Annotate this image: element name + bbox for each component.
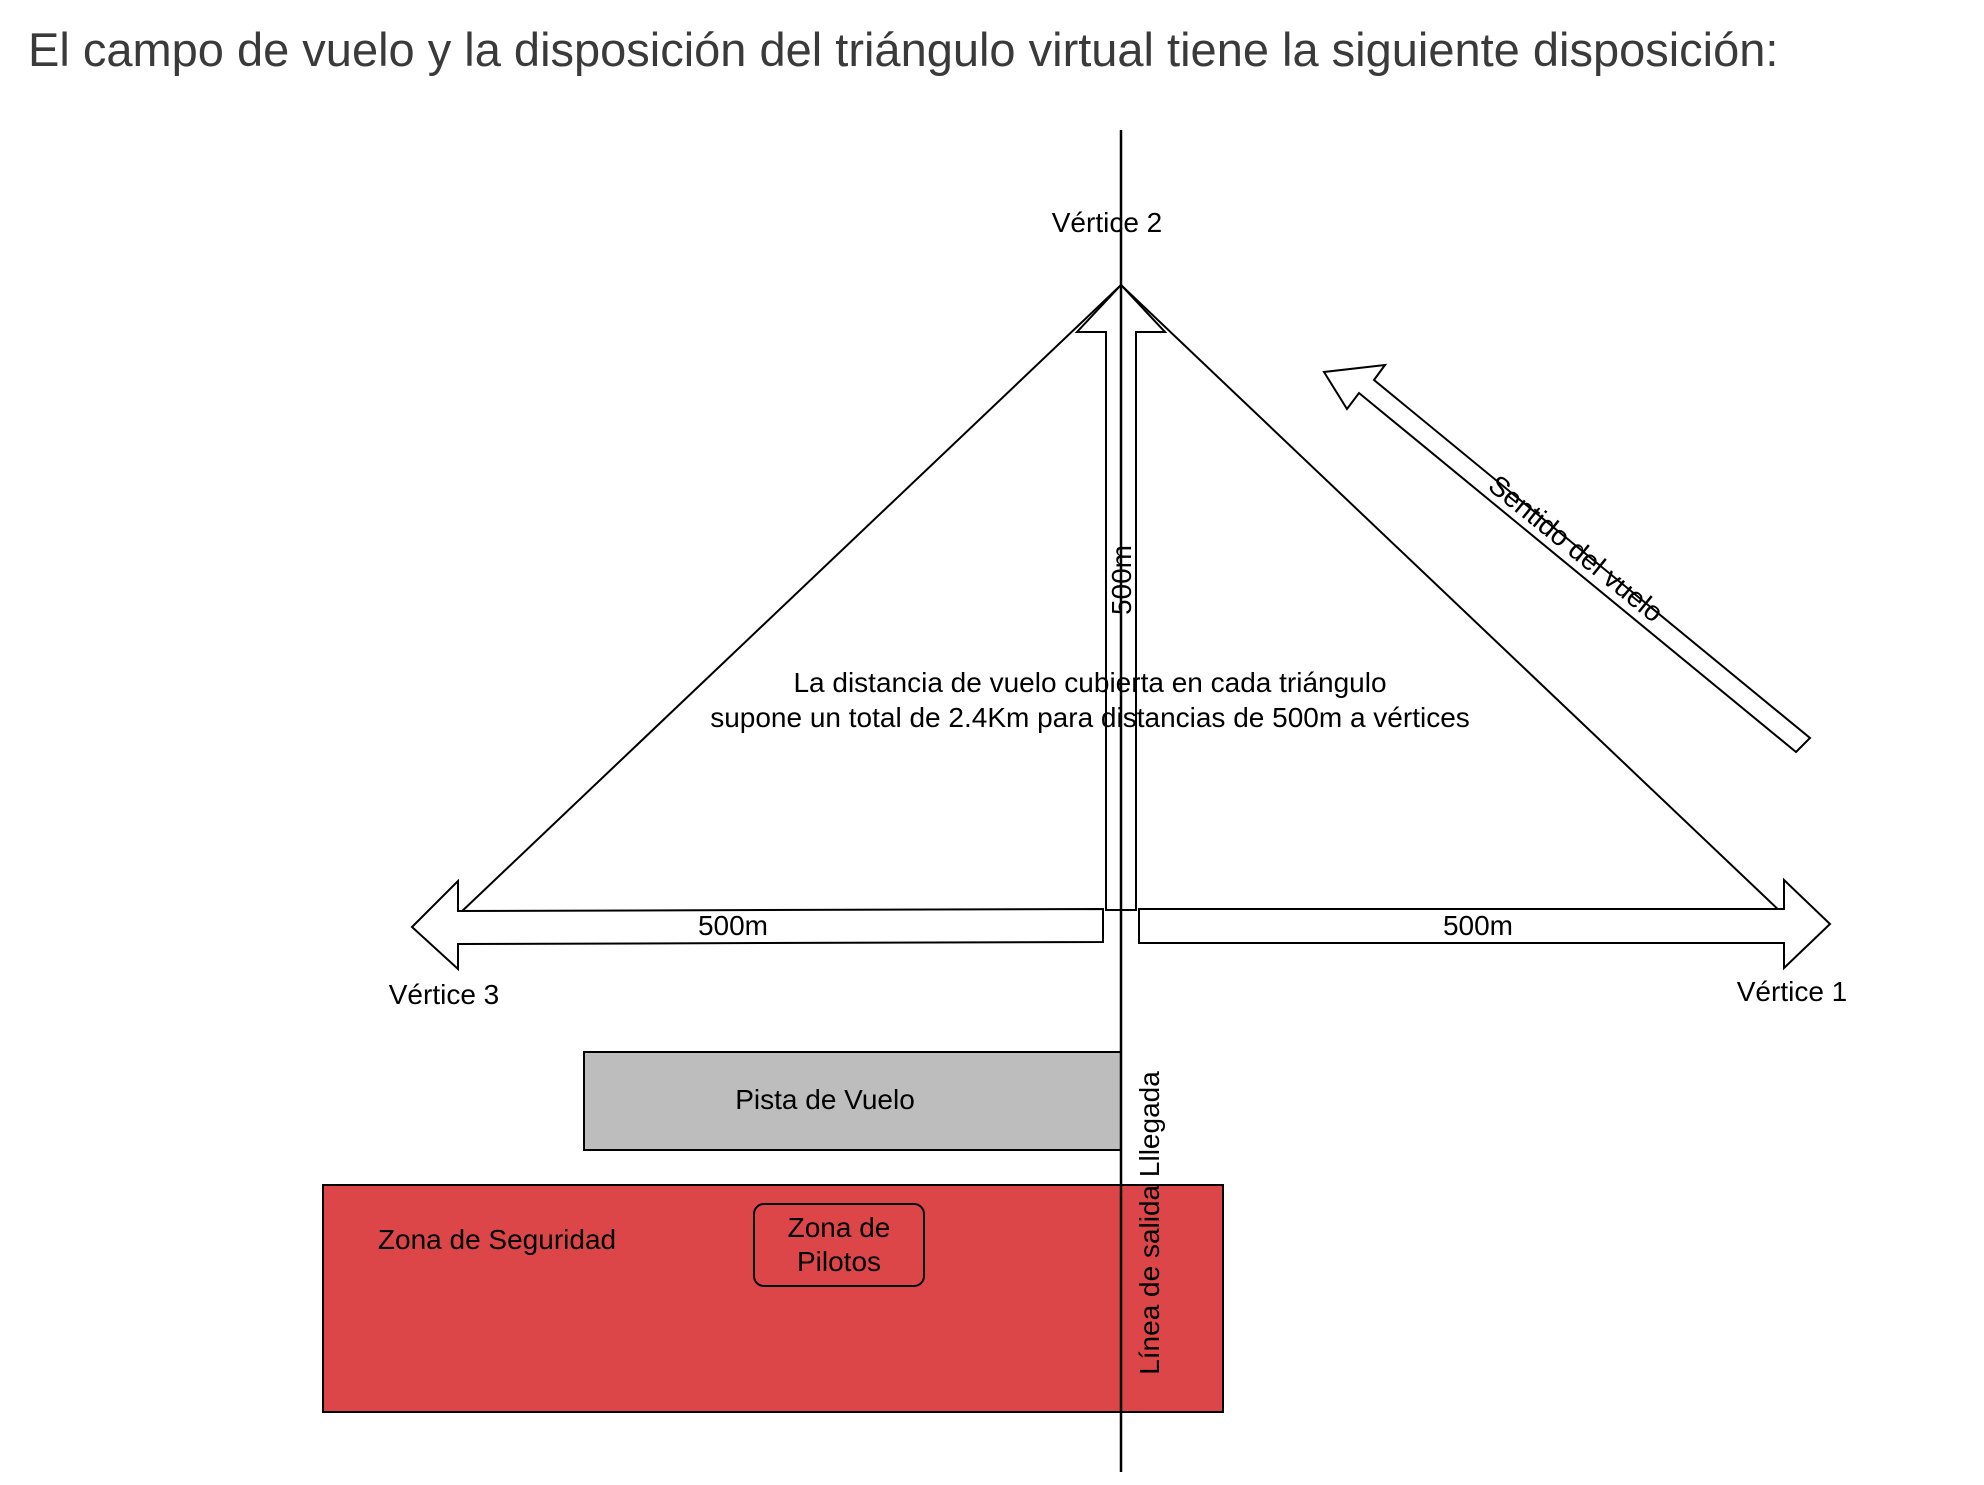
flight-direction-arrow — [1322, 363, 1812, 754]
safety-zone — [322, 1184, 1224, 1413]
left-distance-label: 500m — [698, 910, 768, 941]
vertical-distance-label: 500m — [1106, 545, 1137, 615]
vertex-2-label: Vértice 2 — [1052, 207, 1163, 238]
pilots-zone-label-line-1: Zona de — [788, 1212, 891, 1243]
pilots-zone-label-line-2: Pilotos — [797, 1246, 881, 1277]
triangle-leg-right — [1120, 284, 1785, 916]
runway-strip — [583, 1051, 1122, 1151]
flight-direction-label: Sentido del vuelo — [1483, 469, 1669, 628]
right-distance-arrow — [1138, 877, 1832, 971]
runway-label: Pista de Vuelo — [735, 1084, 915, 1115]
vertex-3-label: Vértice 3 — [389, 979, 500, 1010]
distance-note-line-2: supone un total de 2.4Km para distancias… — [710, 702, 1470, 733]
right-distance-label: 500m — [1443, 910, 1513, 941]
triangle-leg-left — [457, 284, 1122, 916]
safety-zone-label: Zona de Seguridad — [378, 1224, 616, 1255]
page-heading: El campo de vuelo y la disposición del t… — [28, 23, 1779, 76]
vertex-1-label: Vértice 1 — [1737, 976, 1848, 1007]
pilots-zone — [753, 1203, 925, 1287]
left-distance-arrow — [410, 878, 1104, 972]
start-finish-line-label: Línea de salida Lllegada — [1134, 1071, 1165, 1375]
distance-note-line-1: La distancia de vuelo cubierta en cada t… — [793, 667, 1386, 698]
